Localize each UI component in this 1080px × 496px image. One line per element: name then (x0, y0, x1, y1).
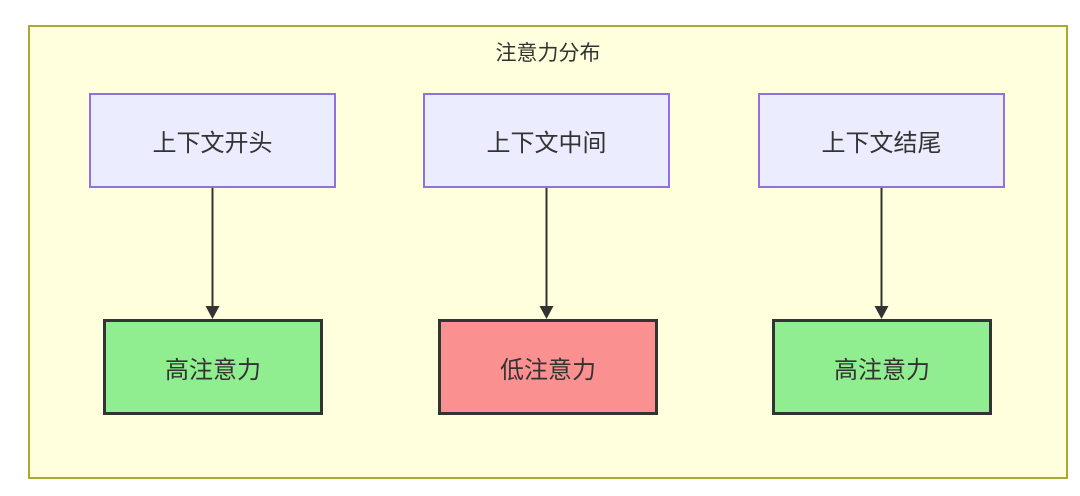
diagram-cluster: 注意力分布 上下文开头 上下文中间 上下文结尾 高注意力 低注意力 高注意力 (28, 25, 1068, 479)
node-context-middle: 上下文中间 (423, 93, 670, 188)
arrow-middle-to-low (539, 188, 554, 319)
node-context-end: 上下文结尾 (758, 93, 1005, 188)
node-low-attention-middle: 低注意力 (438, 319, 658, 415)
arrow-start-to-high (205, 188, 220, 319)
node-high-attention-left: 高注意力 (103, 319, 323, 415)
diagram-title: 注意力分布 (495, 42, 601, 65)
node-high-attention-right: 高注意力 (772, 319, 992, 415)
arrow-end-to-high (874, 188, 889, 319)
node-context-start: 上下文开头 (89, 93, 336, 188)
